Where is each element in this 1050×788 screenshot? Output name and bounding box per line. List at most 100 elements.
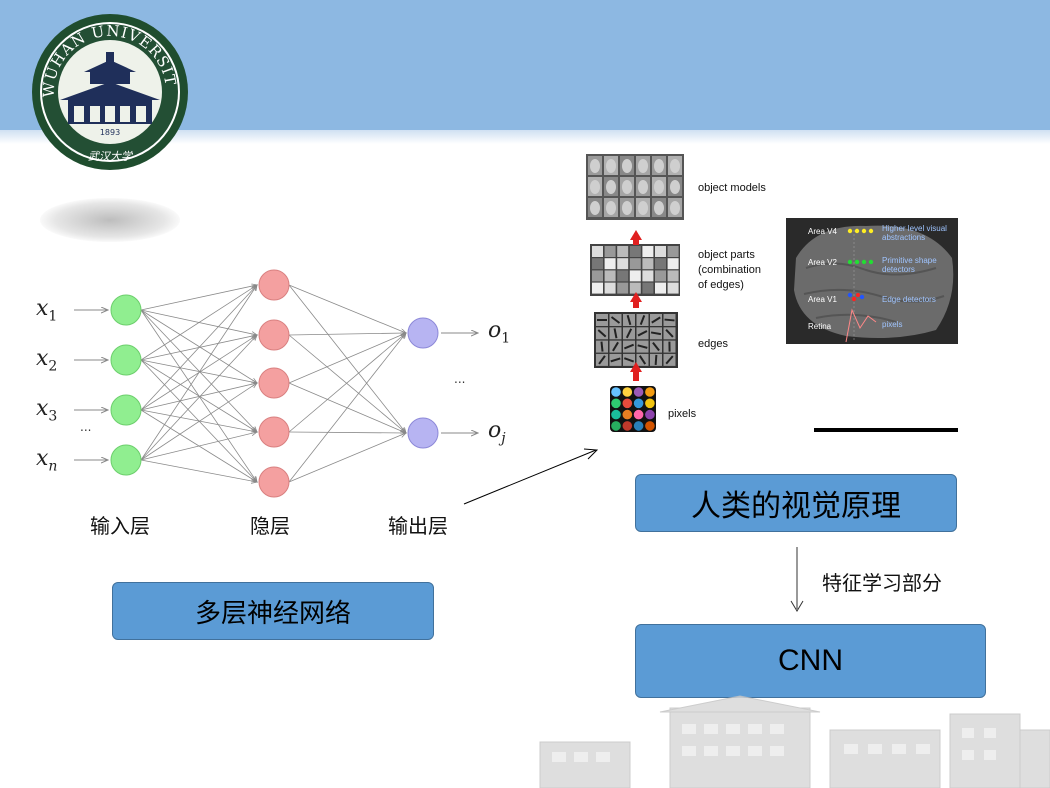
input-node <box>110 344 142 376</box>
part-cell <box>642 282 654 294</box>
part-cell <box>629 258 641 270</box>
output-base: o <box>488 318 502 343</box>
pixel-dot <box>611 409 621 420</box>
edge-stroke <box>623 357 635 363</box>
network-edge <box>140 285 257 461</box>
edge-stroke <box>652 342 660 352</box>
human-vision-box: 人类的视觉原理 <box>635 474 957 532</box>
scale-bar <box>814 428 958 432</box>
network-edge <box>288 433 406 483</box>
face-shape <box>622 180 632 194</box>
face-shape <box>670 201 680 215</box>
edge-stroke <box>613 328 618 339</box>
pixel-dot <box>622 398 633 409</box>
network-edge <box>140 285 257 361</box>
network-edge <box>140 359 257 432</box>
input-label-2: x2 <box>36 346 57 374</box>
part-cell <box>617 270 629 282</box>
decorative-shadow <box>40 198 180 242</box>
neural-network-diagram <box>74 269 530 498</box>
network-edge <box>288 334 406 433</box>
object-parts-thumbnail <box>590 244 680 296</box>
hidden-node <box>258 269 290 301</box>
input-node <box>110 394 142 426</box>
part-cell <box>629 270 641 282</box>
pixel-dot <box>633 387 644 397</box>
network-edge <box>140 383 257 461</box>
network-edge <box>140 285 257 311</box>
part-cell <box>617 282 629 294</box>
network-edge <box>140 459 257 482</box>
face-shape <box>638 180 648 194</box>
hidden-node <box>258 367 290 399</box>
brain-area-v1: Area V1 <box>808 295 837 304</box>
logo-year: 1893 <box>100 128 120 137</box>
down-arrow <box>790 547 804 612</box>
hidden-node <box>258 466 290 498</box>
input-sub: 1 <box>48 308 58 325</box>
output-sub: j <box>501 430 506 447</box>
network-edge <box>140 359 257 383</box>
part-cell <box>667 270 679 282</box>
part-cell <box>667 246 679 257</box>
part-cell <box>592 270 603 282</box>
hidden-node <box>258 416 290 448</box>
input-sub: 2 <box>48 358 58 375</box>
edge-stroke <box>639 314 646 326</box>
hidden-layer-label: 隐层 <box>250 514 290 538</box>
pixel-dot <box>645 421 655 431</box>
edge-stroke <box>610 316 621 324</box>
part-cell <box>604 270 616 282</box>
link-arrow <box>463 448 599 505</box>
output-node <box>407 417 439 449</box>
part-cell <box>667 258 679 270</box>
brain-retina: Retina <box>808 322 832 331</box>
level-object-parts: object parts (combination of edges) <box>698 249 761 291</box>
pixel-dot <box>633 421 644 431</box>
pixel-dot <box>611 387 621 397</box>
output-label-j: oj <box>488 418 506 446</box>
face-shape <box>606 180 616 194</box>
pixel-dot <box>645 409 655 420</box>
brain-desc-v2: Primitive shape detectors <box>882 256 937 274</box>
brain-visual-cortex-image: Area V4 Area V2 Area V1 Retina Higher le… <box>786 218 958 344</box>
input-base: x <box>36 296 49 321</box>
face-shape <box>654 201 664 215</box>
brain-desc-v1: Edge detectors <box>882 295 936 304</box>
input-node <box>110 294 142 326</box>
visual-hierarchy: object models object parts (combination … <box>580 150 780 440</box>
level-edges: edges <box>698 338 728 350</box>
face-shape <box>638 159 648 173</box>
input-base: x <box>36 346 49 371</box>
part-cell <box>642 246 654 257</box>
part-cell <box>592 246 603 257</box>
face-shape <box>654 180 664 194</box>
part-cell <box>629 282 641 294</box>
network-edge <box>140 285 257 411</box>
pixel-dot <box>622 387 633 397</box>
face-shape <box>638 201 648 215</box>
network-edge <box>140 309 257 383</box>
edge-stroke <box>664 318 675 322</box>
brain-desc-v4: Higher level visual abstractions <box>882 224 947 242</box>
edges-thumbnail <box>594 312 678 368</box>
part-cell <box>629 246 641 257</box>
face-shape <box>654 159 664 173</box>
network-edge <box>288 333 406 335</box>
part-cell <box>655 246 666 257</box>
part-cell <box>592 282 603 294</box>
pixel-dot <box>622 409 633 420</box>
edge-stroke <box>651 316 661 324</box>
network-edge <box>288 333 406 433</box>
edge-stroke <box>623 343 635 350</box>
face-shape <box>622 159 632 173</box>
network-edge <box>140 432 257 461</box>
feature-learning-label: 特征学习部分 <box>822 571 942 595</box>
edge-stroke <box>637 344 648 349</box>
part-cell <box>655 258 666 270</box>
edge-stroke <box>597 329 607 338</box>
multilayer-network-box: 多层神经网络 <box>112 582 434 640</box>
input-base: x <box>36 396 49 421</box>
pixel-dot <box>645 398 655 409</box>
network-edge <box>140 309 257 432</box>
